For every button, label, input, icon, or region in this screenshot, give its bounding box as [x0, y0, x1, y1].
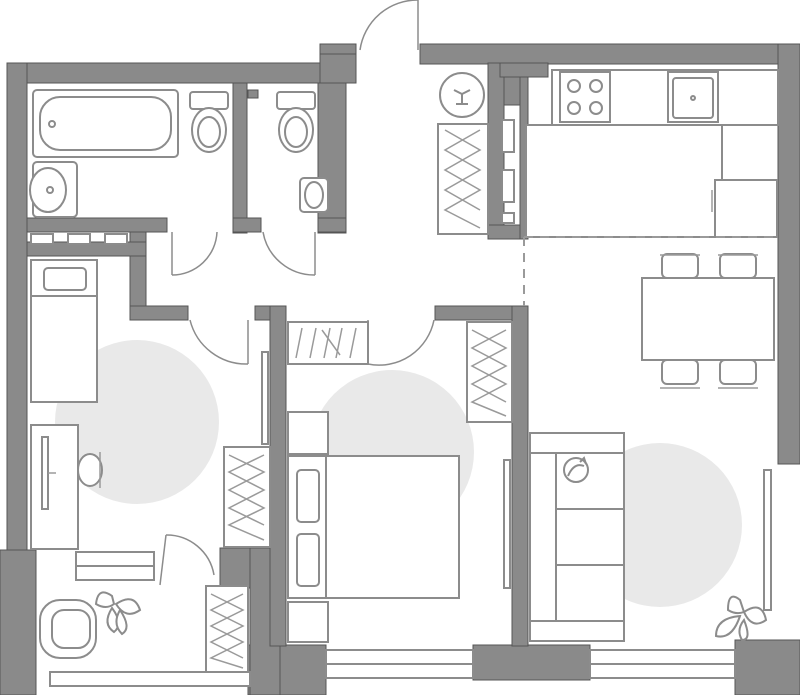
balcony-storage	[205, 585, 249, 675]
bedroom-wardrobe	[466, 321, 513, 423]
living-window	[589, 663, 736, 679]
plant-icon	[94, 591, 142, 636]
cat-icon	[563, 457, 589, 483]
wall-bath-right	[232, 82, 248, 234]
kitchen-counter	[525, 124, 723, 238]
wall-top-left	[6, 62, 351, 84]
bath-toilet-tank	[189, 91, 229, 110]
wall-wc-bottom-left	[232, 217, 262, 233]
dining-chair	[718, 359, 758, 389]
bedroom-window	[325, 649, 474, 665]
wall-kitchen-left-stub	[499, 62, 549, 78]
balcony	[39, 534, 251, 687]
nightstand	[287, 601, 329, 643]
wall-lbed-top-right	[129, 305, 189, 321]
wall-right	[777, 43, 800, 465]
bathtub-basin	[39, 96, 172, 151]
vent-slot-2	[67, 233, 91, 245]
balcony-rail	[75, 565, 155, 581]
wall-left-lower	[0, 549, 37, 695]
bath-doors	[171, 231, 316, 276]
desk-chair	[77, 453, 103, 487]
dining-chair	[660, 253, 700, 279]
balcony-window	[49, 671, 251, 687]
bedroom-window	[325, 663, 474, 679]
wall-top-right	[419, 43, 800, 65]
windows	[325, 649, 736, 679]
dining-set	[641, 253, 775, 389]
wall-bath-vent	[247, 89, 259, 99]
wall-lbed-right	[269, 305, 287, 647]
wall-left	[6, 62, 28, 556]
bedroom-tv-panel	[503, 459, 511, 589]
wall-kitchen-bottom	[487, 224, 525, 240]
living-window	[589, 649, 736, 665]
tv-panel	[763, 469, 772, 611]
entry-door	[359, 0, 419, 51]
lbed-tv-panel	[261, 351, 269, 445]
corridor-furniture	[437, 72, 489, 235]
desk	[30, 424, 79, 550]
monitor	[41, 436, 49, 510]
wall-wc-bottom-right	[317, 217, 347, 233]
vent-slot-1	[30, 233, 54, 245]
wall-openings	[30, 119, 515, 245]
pillow	[296, 469, 320, 523]
wall-bottom-mid	[472, 644, 591, 681]
bathroom-fixtures	[29, 89, 329, 218]
living-room	[529, 432, 772, 642]
zone-divider	[523, 236, 778, 306]
bathtub-drain	[48, 120, 56, 128]
wall-bedroom-right	[511, 305, 529, 647]
wc-toilet-tank	[276, 91, 316, 110]
wall-bottom-right-corner	[734, 639, 800, 695]
wall-entry-left-stub-top	[319, 43, 357, 55]
stove	[559, 71, 611, 123]
dining-table	[641, 277, 775, 361]
kitchen-shaft-1	[501, 119, 515, 153]
kitchen	[525, 69, 779, 238]
fridge	[714, 179, 778, 238]
plant-icon	[714, 595, 768, 642]
dining-chair	[660, 359, 700, 389]
vent-slot-3	[104, 233, 128, 245]
balcony-rail	[75, 551, 155, 567]
bedroom-doors	[189, 319, 435, 366]
wall-bath-bottom	[26, 217, 168, 233]
left-bedroom	[30, 259, 271, 550]
bedroom	[287, 321, 513, 643]
pillow	[296, 533, 320, 587]
nightstand	[287, 411, 329, 455]
walls	[0, 43, 800, 695]
armchair	[39, 599, 97, 659]
single-bed-pillow	[43, 267, 87, 291]
dining-chair	[718, 253, 758, 279]
kitchen-shaft-2	[501, 169, 515, 203]
kitchen-shaft-3	[501, 212, 515, 224]
